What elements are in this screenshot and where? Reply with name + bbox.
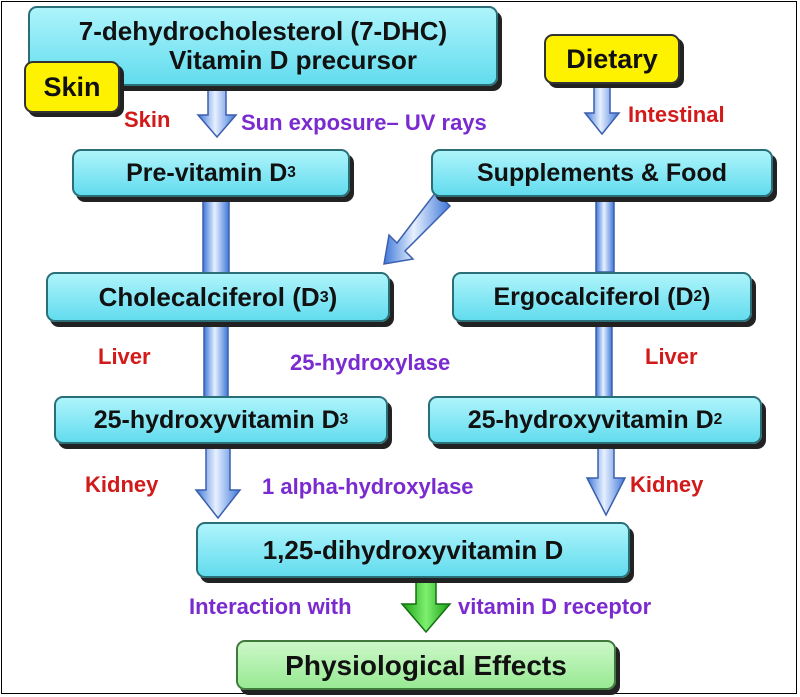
ergocalciferol-close: ): [702, 282, 711, 311]
arrow-down-icon: [595, 196, 615, 273]
previtamin-label: Pre-vitamin D: [126, 158, 288, 187]
supplements-box: Supplements & Food: [431, 149, 773, 197]
interaction-label: Interaction with: [189, 594, 352, 619]
arrow-down-icon: [583, 83, 621, 136]
arrow-down-icon: [595, 321, 613, 399]
skin-tag-label: Skin: [43, 71, 101, 102]
hydroxy-d2-label: 25-hydroxyvitamin D: [467, 405, 714, 434]
arrow-down-icon: [202, 196, 230, 279]
dihydroxy-box: 1,25-dihydroxyvitamin D: [196, 522, 630, 578]
sun-exposure-label: Sun exposure– UV rays: [241, 110, 487, 135]
dietary-tag: Dietary: [544, 34, 680, 84]
hydroxylase-25-label: 25-hydroxylase: [290, 350, 451, 375]
effects-label: Physiological Effects: [285, 649, 567, 681]
alpha-hydroxylase-label: 1 alpha-hydroxylase: [262, 474, 474, 499]
arrow-down-icon: [194, 443, 242, 520]
arrow-down-icon: [585, 443, 627, 517]
arrow-down-icon: [196, 83, 238, 139]
kidney-right-label: Kidney: [630, 472, 704, 497]
ergocalciferol-label: Ergocalciferol (D: [493, 282, 694, 311]
liver-right-label: Liver: [645, 344, 698, 369]
cholecalciferol-close: ): [328, 281, 338, 312]
cholecalciferol-label: Cholecalciferol (D: [98, 281, 320, 312]
receptor-label: vitamin D receptor: [458, 594, 652, 619]
effects-box: Physiological Effects: [236, 640, 616, 690]
precursor-line-2: Vitamin D precursor: [168, 45, 418, 75]
precursor-line-1: 7-dehydrocholesterol (7-DHC): [78, 16, 448, 46]
arrow-diagonal-icon: [383, 190, 452, 265]
dihydroxy-label: 1,25-dihydroxyvitamin D: [262, 534, 564, 565]
arrow-down-green-icon: [400, 577, 452, 634]
intestinal-label: Intestinal: [628, 102, 725, 127]
arrow-down-icon: [203, 319, 229, 399]
kidney-left-label: Kidney: [85, 472, 159, 497]
skin-tag: Skin: [24, 61, 120, 113]
supplements-label: Supplements & Food: [477, 158, 727, 187]
dietary-tag-label: Dietary: [566, 43, 658, 74]
hydroxy-d3-label: 25-hydroxyvitamin D: [93, 405, 340, 434]
skin-route-label: Skin: [124, 107, 171, 132]
liver-left-label: Liver: [98, 344, 151, 369]
